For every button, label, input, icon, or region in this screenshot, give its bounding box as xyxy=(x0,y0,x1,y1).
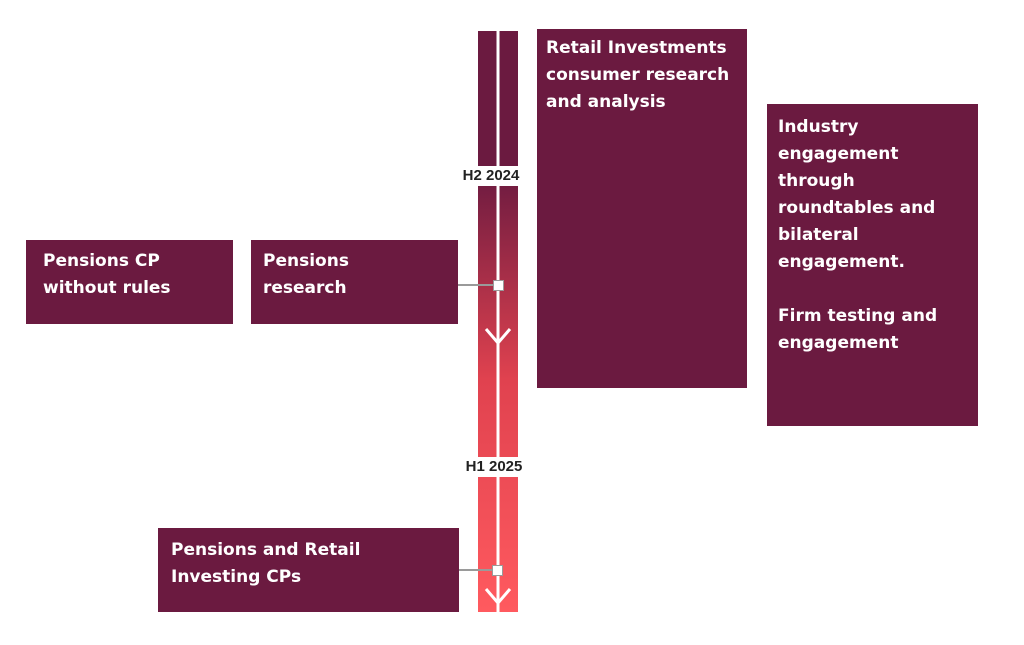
pensions-research-box: Pensions research xyxy=(251,240,458,324)
period-label-h1-2025: H1 2025 xyxy=(455,457,533,477)
pensions-cp-box: Pensions CP without rules xyxy=(26,240,233,324)
connector-line xyxy=(458,284,494,286)
timeline-bar xyxy=(478,31,518,612)
retail-investments-research-box: Retail Investments consumer research and… xyxy=(537,29,747,388)
timeline-graphic xyxy=(478,31,518,612)
timeline-node-square xyxy=(492,565,503,576)
arrow-down-icon xyxy=(484,588,512,606)
period-label-h2-2024: H2 2024 xyxy=(452,166,530,186)
industry-engagement-box: Industry engagement through roundtables … xyxy=(767,104,978,426)
connector-line xyxy=(459,569,493,571)
timeline-node-square xyxy=(493,280,504,291)
arrow-down-icon xyxy=(484,328,512,346)
pensions-retail-cps-box: Pensions and Retail Investing CPs xyxy=(158,528,459,612)
